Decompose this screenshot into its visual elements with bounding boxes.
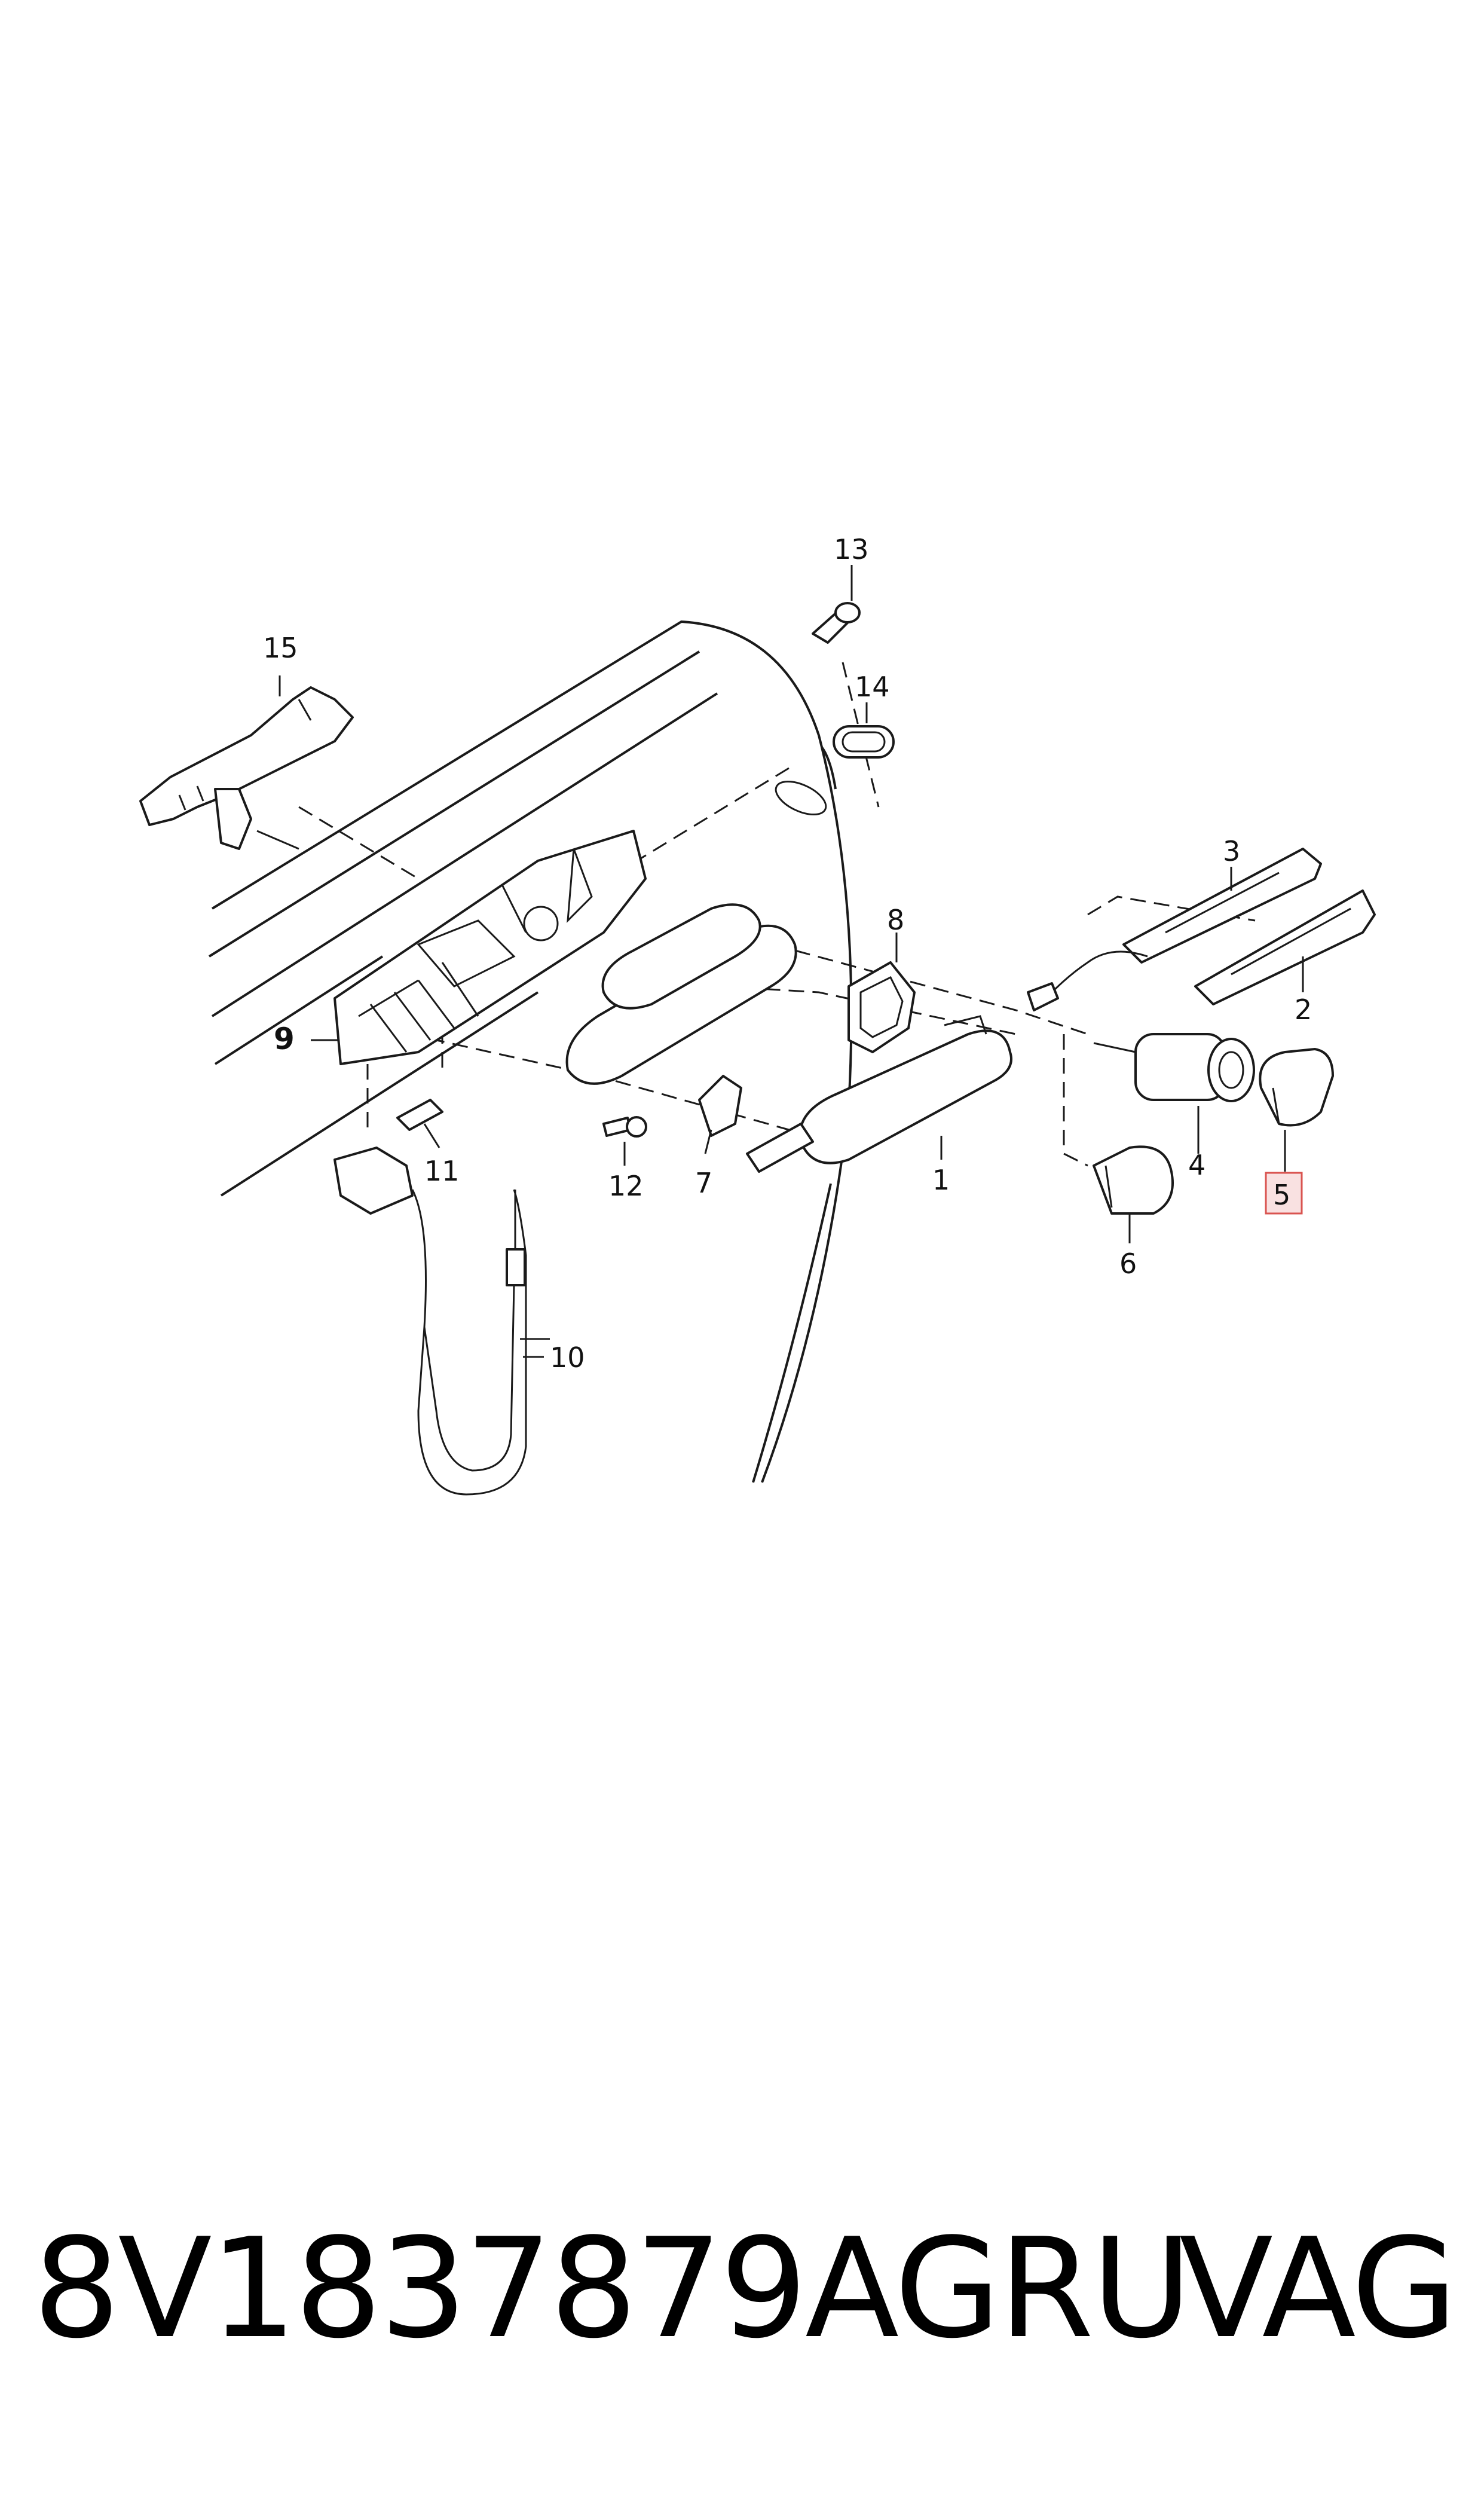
part-8-gasket (847, 961, 916, 1053)
door-panel (208, 620, 853, 1483)
callout-2: 2 (1295, 993, 1312, 1026)
handle-bezel (565, 903, 797, 1085)
callout-14: 14 (855, 671, 890, 703)
part-5-cap (1259, 1048, 1334, 1127)
callout-3: 3 (1223, 835, 1240, 867)
part-2-cover-strip (1194, 889, 1376, 1005)
callout-12: 12 (608, 1170, 644, 1202)
part-7-clip (698, 1075, 742, 1137)
callout-1: 1 (932, 1164, 950, 1196)
part-14-grommet (833, 725, 895, 759)
part-10-cable (333, 1147, 550, 1496)
assembly-lines (298, 662, 1256, 1167)
part-15-bracket (139, 686, 354, 850)
part-13-screw (812, 602, 861, 644)
callout-5-highlight (1265, 1172, 1303, 1215)
callout-13: 13 (834, 533, 869, 565)
part-9-handle-carrier (333, 830, 647, 1065)
harness-wire (1027, 950, 1148, 1011)
part-1-door-handle (746, 1015, 1012, 1173)
callout-11: 11 (424, 1155, 460, 1187)
callout-7: 7 (695, 1167, 712, 1199)
footer: 8V1837879AGRU VAG (33, 2209, 1458, 2369)
callout-8: 8 (887, 904, 904, 936)
part-6-end-cap (1093, 1145, 1174, 1215)
callout-15: 15 (263, 632, 298, 664)
part-3-cover-strip (1122, 848, 1322, 964)
callout-9: 9 (274, 1022, 295, 1056)
callout-4: 4 (1188, 1149, 1205, 1181)
leader-lines (279, 565, 1304, 1358)
callout-labels: 13 14 15 3 8 2 9 4 5 11 12 7 1 6 10 (263, 533, 1312, 1374)
part-11-clip (396, 1099, 443, 1131)
callout-6: 6 (1119, 1248, 1137, 1280)
part-12-bolt (602, 1116, 647, 1138)
callout-10: 10 (550, 1341, 585, 1374)
part-4-lock-cylinder (1093, 1033, 1255, 1102)
part-number: 8V1837879AGRU (33, 2209, 1192, 2369)
callout-5: 5 (1273, 1179, 1290, 1211)
brand-name: VAG (1179, 2209, 1458, 2369)
